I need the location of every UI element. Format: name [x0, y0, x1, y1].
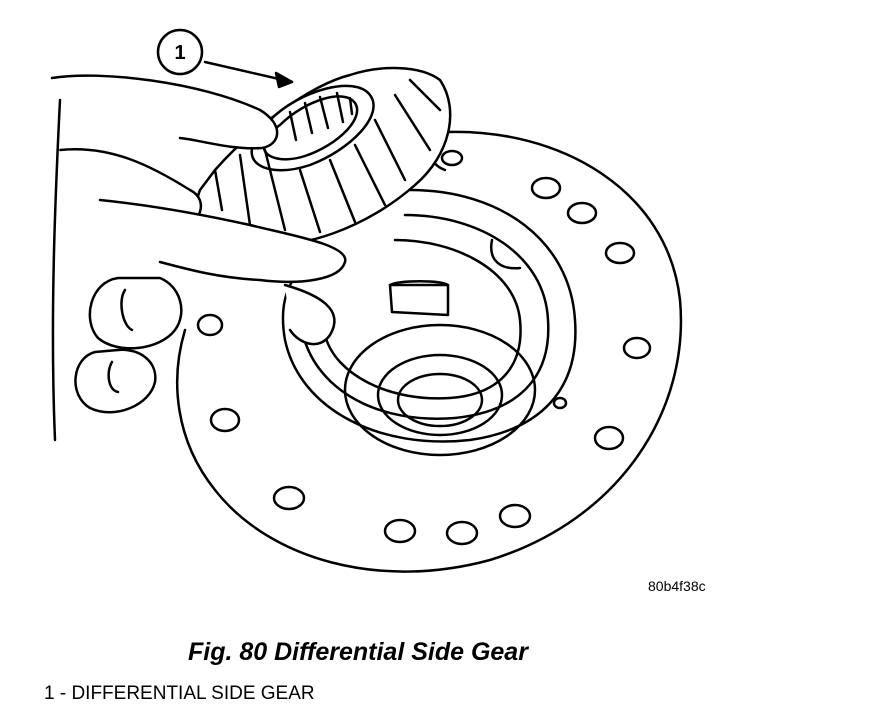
callout-number: 1: [174, 42, 185, 64]
bolt-holes: [196, 149, 652, 546]
figure-caption: Fig. 80 Differential Side Gear: [188, 638, 528, 666]
image-code: 80b4f38c: [648, 578, 706, 594]
differential-side-gear-illustration: 1: [50, 28, 683, 573]
differential-case: [176, 130, 683, 573]
hand: [50, 74, 347, 442]
callout-circle: [156, 28, 204, 76]
callout-leader: [203, 60, 294, 89]
side-gear: [195, 66, 452, 247]
legend-item: 1 - DIFFERENTIAL SIDE GEAR: [44, 683, 315, 704]
